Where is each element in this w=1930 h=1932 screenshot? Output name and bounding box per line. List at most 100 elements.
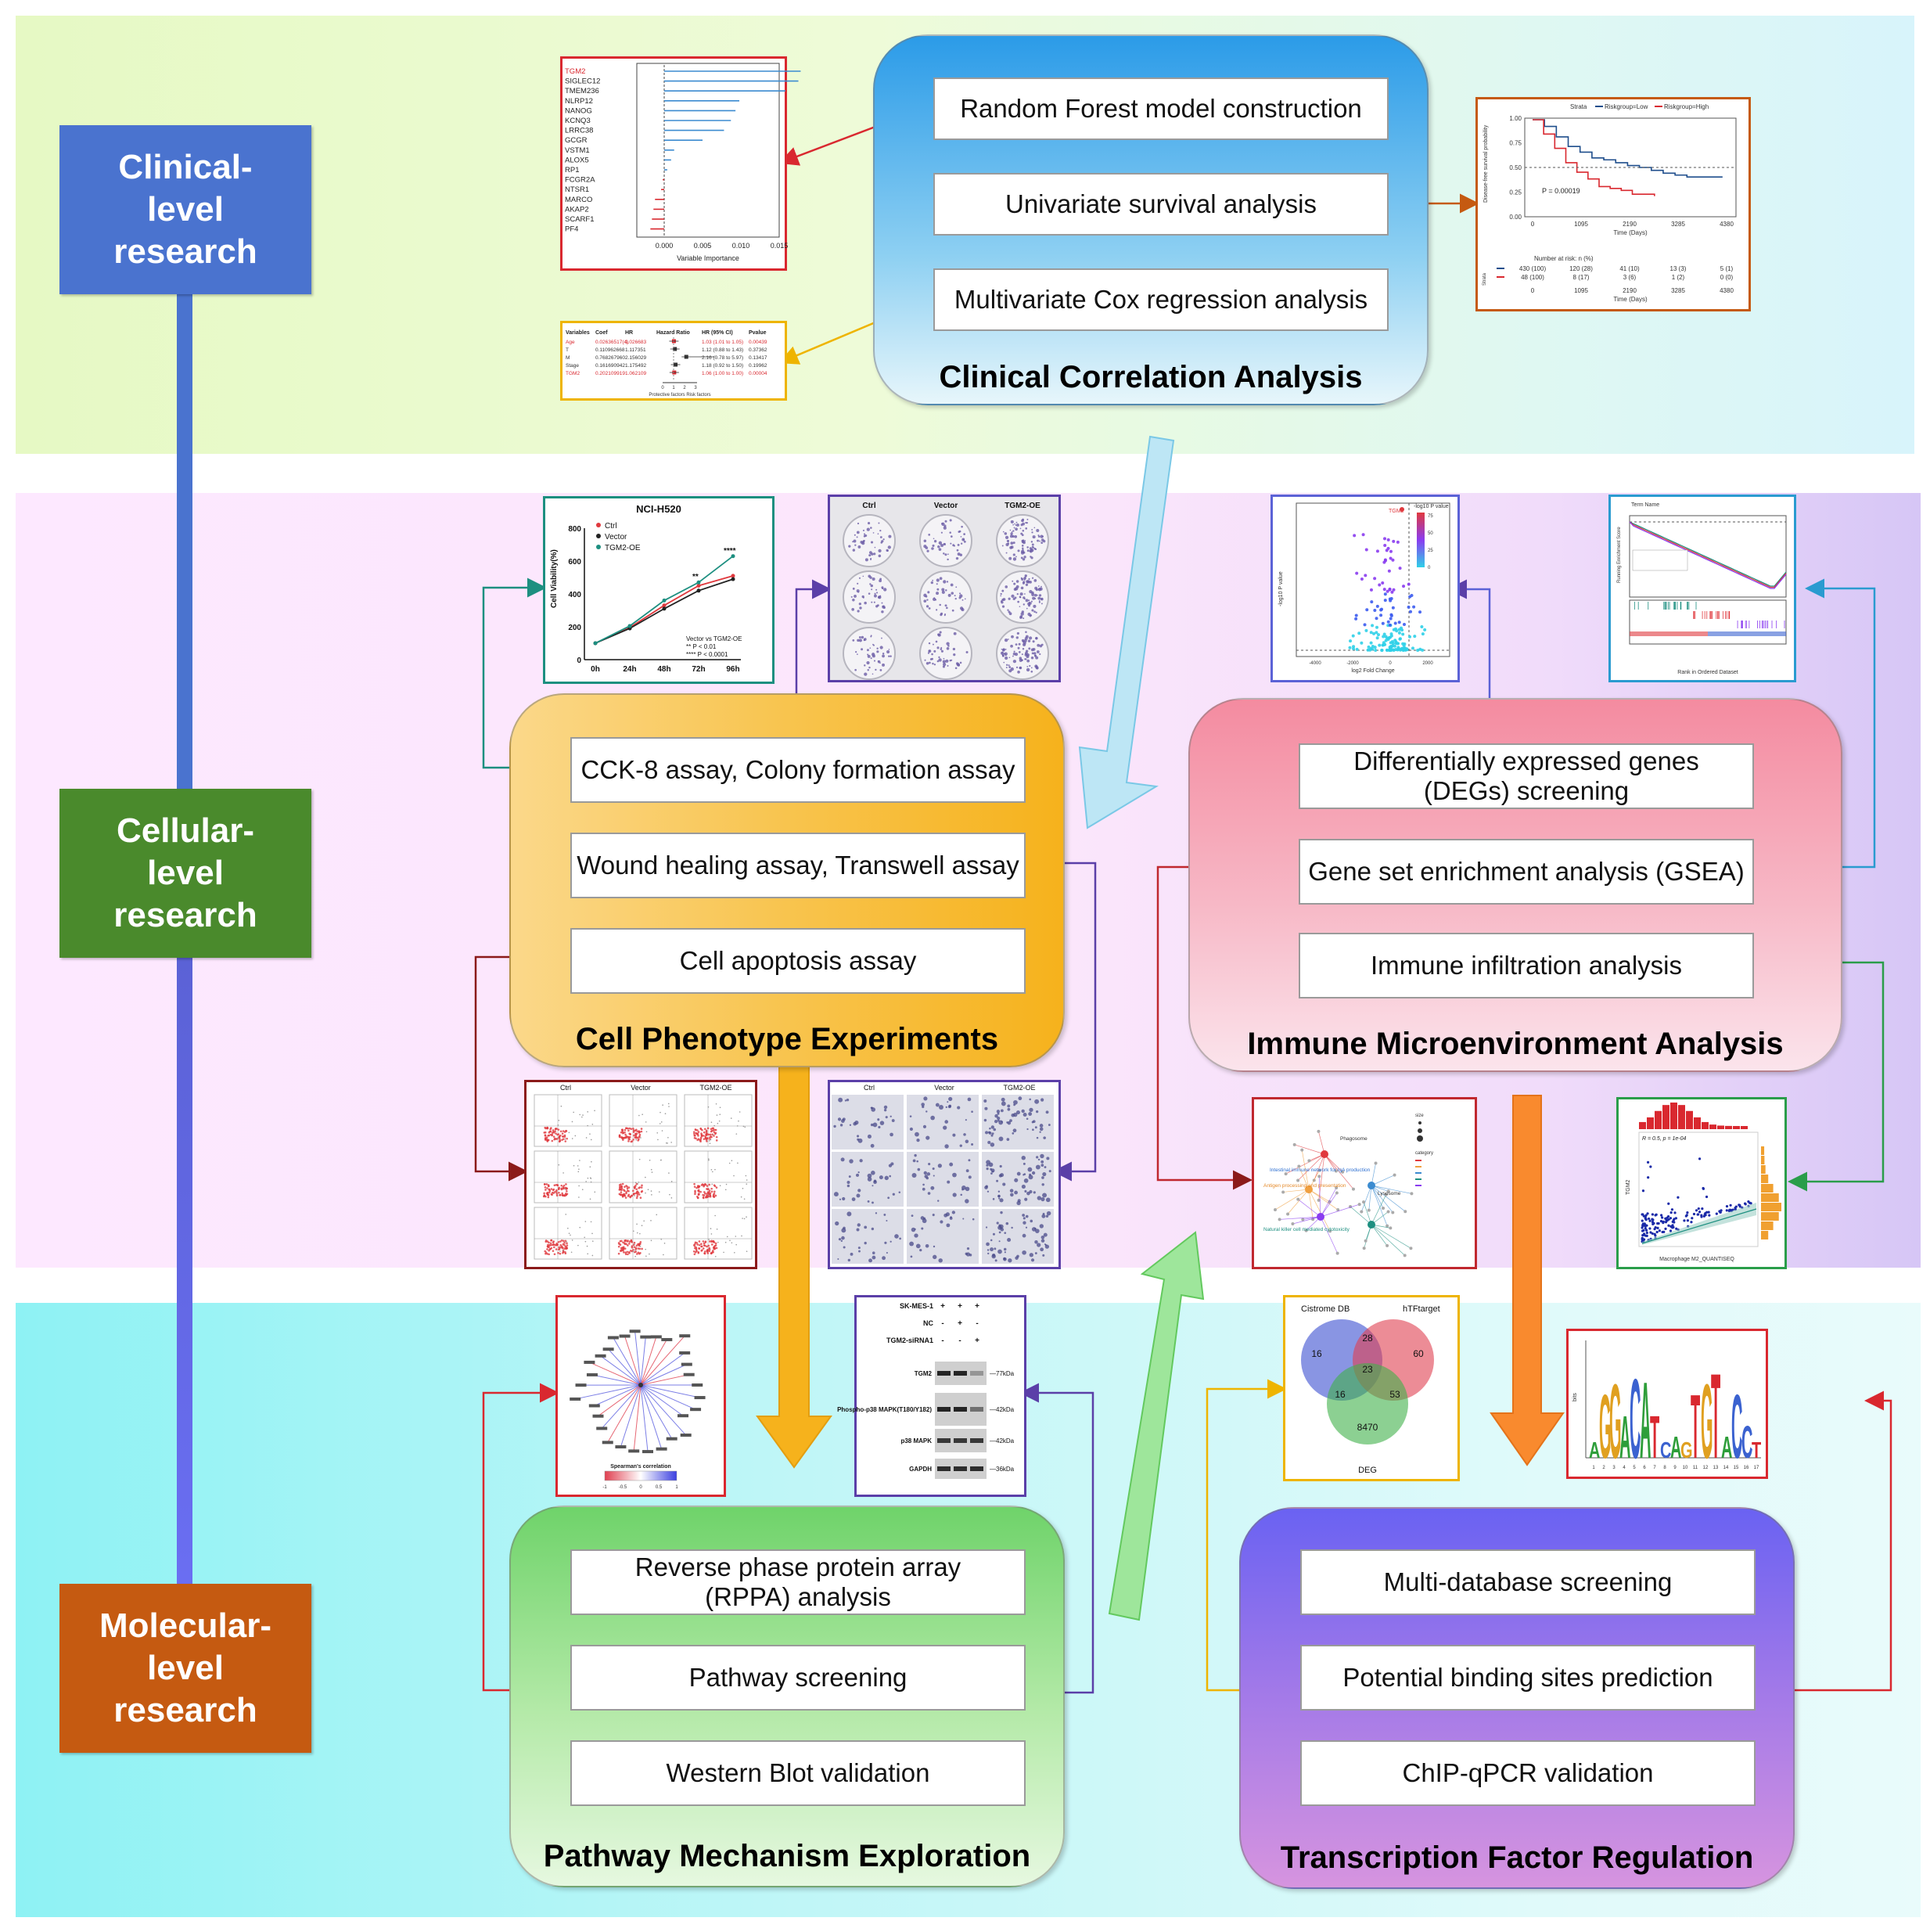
colony-dot xyxy=(858,639,862,642)
transwell-cell xyxy=(933,1245,936,1248)
transwell-cell xyxy=(872,1255,876,1260)
transwell-cell xyxy=(1041,1183,1044,1186)
colony-dot xyxy=(1014,535,1018,538)
rppa-node-label xyxy=(570,1397,581,1401)
km-risk-xlabel: Time (Days) xyxy=(1613,296,1648,303)
flow-event xyxy=(708,1158,710,1160)
volcano-point xyxy=(1349,639,1353,643)
transwell-cell xyxy=(840,1239,843,1243)
flow-event xyxy=(710,1121,713,1124)
step-multi-database-label: Multi-database screening xyxy=(1383,1567,1673,1596)
flow-event xyxy=(563,1194,566,1197)
flow-event xyxy=(559,1130,562,1133)
cnet-size-key xyxy=(1417,1135,1423,1142)
flow-event xyxy=(560,1187,563,1190)
flow-event xyxy=(694,1193,696,1196)
transwell-cell xyxy=(851,1197,856,1201)
flow-event xyxy=(561,1139,563,1142)
colony-dot xyxy=(853,539,857,543)
cnet-gene xyxy=(1364,1239,1368,1243)
volcano-point xyxy=(1388,623,1392,627)
flow-event xyxy=(557,1124,559,1126)
colony-dot xyxy=(870,541,874,544)
flow-event xyxy=(632,1193,635,1196)
cnet-gene xyxy=(1296,1197,1300,1201)
iscat-point xyxy=(1667,1224,1670,1227)
step-apoptosis: Cell apoptosis assay xyxy=(570,928,1026,994)
flow-event xyxy=(668,1106,670,1107)
flow-event xyxy=(571,1239,573,1241)
flow-event xyxy=(619,1188,622,1191)
transwell-cell xyxy=(847,1258,850,1262)
rppa-node-label xyxy=(607,1336,619,1340)
colony-dot xyxy=(1025,527,1028,530)
flow-event xyxy=(631,1250,634,1253)
flow-event xyxy=(706,1194,708,1197)
colony-dot xyxy=(873,594,877,598)
iscat-side-hist xyxy=(1761,1184,1774,1193)
colony-dot xyxy=(1013,527,1015,529)
cnet-edge xyxy=(1324,1153,1354,1189)
colony-dot xyxy=(1017,671,1020,674)
transwell-cell xyxy=(998,1136,1004,1142)
colony-dot xyxy=(1031,652,1034,655)
flow-event xyxy=(640,1128,643,1130)
rppa-edge xyxy=(640,1364,688,1386)
km-risk-xtick: 3285 xyxy=(1671,287,1685,294)
iscat-point xyxy=(1664,1217,1667,1220)
step-degs: Differentially expressed genes (DEGs) sc… xyxy=(1299,743,1754,809)
transwell-cell xyxy=(952,1193,957,1197)
iscat-point xyxy=(1641,1189,1645,1193)
colony-well xyxy=(843,514,896,567)
flow-event xyxy=(697,1138,700,1140)
flow-event xyxy=(638,1186,642,1189)
cck-point xyxy=(731,577,735,581)
km-xtick: 1095 xyxy=(1574,221,1588,228)
colony-dot xyxy=(1001,649,1003,650)
volcano-point xyxy=(1360,641,1364,645)
volcano-xtick: -2000 xyxy=(1346,661,1359,666)
cnet-node-label: Phagosome xyxy=(1340,1136,1368,1142)
colony-dot xyxy=(1019,596,1022,599)
colony-dot xyxy=(874,546,876,549)
transwell-cell xyxy=(943,1213,948,1218)
colony-dot xyxy=(852,598,855,602)
flow-event xyxy=(582,1114,584,1116)
transwell-cell xyxy=(957,1106,961,1110)
colony-dot xyxy=(867,668,870,671)
wb-band xyxy=(970,1438,983,1443)
flow-event xyxy=(649,1253,650,1255)
transwell-cell xyxy=(1044,1243,1046,1246)
km-ytick: 1.00 xyxy=(1509,115,1522,122)
flow-event xyxy=(705,1129,708,1132)
colony-dot xyxy=(1037,643,1040,647)
colony-dot xyxy=(857,582,859,585)
flow-event xyxy=(552,1250,555,1252)
rppa-edge xyxy=(640,1335,685,1386)
flow-event xyxy=(714,1242,717,1245)
volcano-point xyxy=(1370,600,1374,604)
colony-dot xyxy=(1009,546,1013,549)
flow-event xyxy=(581,1116,583,1118)
gsea-rank-bar xyxy=(1630,631,1708,636)
venn-count: 28 xyxy=(1362,1333,1373,1344)
flow-event xyxy=(621,1182,624,1185)
iscat-point xyxy=(1643,1224,1646,1227)
colony-dot xyxy=(963,533,966,535)
flow-event xyxy=(624,1251,627,1254)
cnet-gene xyxy=(1362,1200,1366,1204)
flow-event xyxy=(618,1193,621,1196)
colony-dot xyxy=(1040,541,1044,545)
flow-event xyxy=(709,1133,712,1136)
cox-header: Coef xyxy=(595,330,608,336)
km-curve-high xyxy=(1533,119,1655,196)
cnet-edge xyxy=(1318,1131,1325,1155)
cnet-edge xyxy=(1298,1199,1321,1218)
flow-event xyxy=(556,1133,559,1136)
colony-dot xyxy=(950,542,952,545)
colony-dot xyxy=(877,533,879,535)
flow-event xyxy=(626,1135,628,1139)
iscat-point xyxy=(1644,1234,1648,1237)
flow-event xyxy=(656,1131,659,1134)
